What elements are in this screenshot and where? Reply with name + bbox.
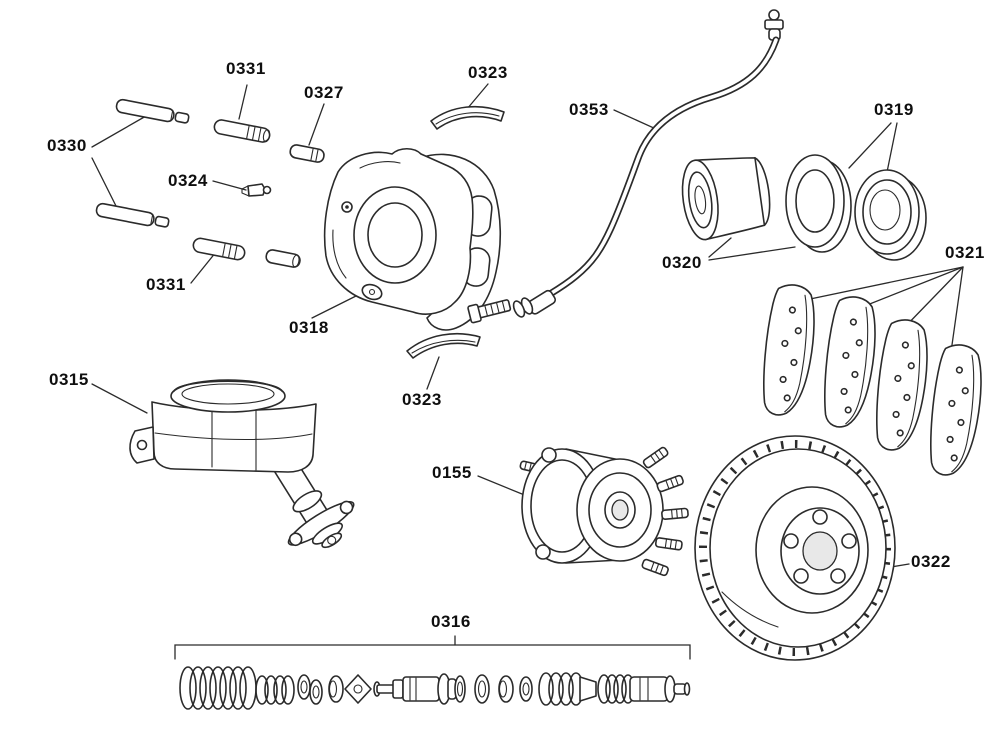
bleeder-screw-drawing [241,183,272,197]
kit-cup-seal-mid [498,675,514,703]
kit-spring-small [255,675,295,705]
guide-pin-upper-drawing [115,98,190,124]
brake-pad-3 [876,319,928,451]
part-label-0316: 0316 [431,612,471,631]
piston-seal-drawing [785,154,852,253]
brake-pads-drawing [763,284,982,476]
retainer-clip-top-drawing [430,105,505,130]
part-label-0324: 0324 [168,171,208,190]
kit-washer-mid [474,674,490,704]
kit-spring-large [179,666,257,710]
part-label-0318: 0318 [289,318,329,337]
part-label-0155: 0155 [432,463,472,482]
brake-pad-1 [763,284,815,416]
caliper-piston-drawing [681,157,771,241]
part-label-0320: 0320 [662,253,702,272]
kit-washers-left [297,674,323,705]
wheel-studs [641,446,689,577]
rotor-drawing [694,435,896,661]
part-label-0319: 0319 [874,100,914,119]
kit-ring [519,676,533,702]
caliper-drawing [323,147,502,331]
banjo-bolt-drawing [467,299,512,324]
kit-primary-piston [373,673,466,705]
brake-hose-drawing [467,9,784,324]
guide-pin-lower-drawing [95,202,170,228]
kit-cup-seal-left [328,675,344,703]
brake-pad-2 [824,296,876,428]
part-label-0322: 0322 [911,552,951,571]
sleeve-drawing [265,249,301,268]
kit-spring-secondary [538,672,597,706]
part-label-0323-bottom: 0323 [402,390,442,409]
part-label-0330: 0330 [47,136,87,155]
part-label-0321: 0321 [945,243,985,262]
part-label-0327: 0327 [304,83,344,102]
master-cylinder-drawing [129,379,355,549]
retainer-clip-bottom-drawing [406,332,481,359]
part-label-0315: 0315 [49,370,89,389]
hub-bearing-drawing [519,446,689,577]
part-label-0353: 0353 [569,100,609,119]
rebuild-kit-drawing [179,666,691,710]
part-label-0331-bottom: 0331 [146,275,186,294]
brake-pad-4 [930,344,982,476]
mounting-bolt-lower-drawing [192,237,246,261]
kit-secondary-piston [597,674,691,704]
mounting-bolt-upper-drawing [213,119,271,143]
kit-retainer-diamond [344,674,372,704]
dust-boot-drawing [854,169,927,261]
part-label-0323-top: 0323 [468,63,508,82]
part-label-0331-top: 0331 [226,59,266,78]
bolt-0327-drawing [289,144,325,163]
